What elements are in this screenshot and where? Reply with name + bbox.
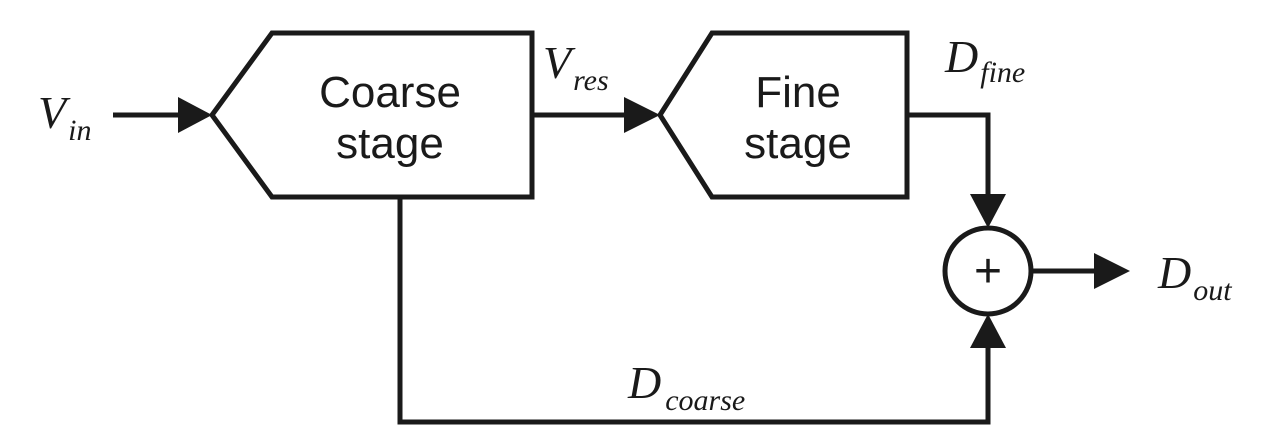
coarse-stage-label-line1: Coarse bbox=[319, 68, 461, 117]
d-out-main: D bbox=[1157, 247, 1191, 298]
vin-arrowhead bbox=[178, 97, 212, 133]
fine-stage-label-line1: Fine bbox=[755, 68, 841, 117]
v-res-main: V bbox=[543, 37, 576, 88]
v-in-main: V bbox=[38, 87, 71, 138]
v-in-label: Vin bbox=[38, 87, 91, 147]
d-fine-label: Dfine bbox=[944, 31, 1025, 89]
d-coarse-sub: coarse bbox=[665, 384, 745, 417]
d-coarse-wire bbox=[397, 197, 991, 425]
v-res-sub: res bbox=[573, 64, 609, 97]
d-coarse-main: D bbox=[627, 357, 661, 408]
d-out-arrowhead bbox=[1094, 253, 1130, 289]
d-out-label: Dout bbox=[1157, 247, 1232, 307]
fine-stage-label-line2: stage bbox=[744, 119, 852, 168]
d-fine-arrowhead bbox=[970, 194, 1006, 228]
coarse-stage-label-line2: stage bbox=[336, 119, 444, 168]
summer-plus-symbol: + bbox=[974, 245, 1002, 298]
d-fine-main: D bbox=[944, 31, 978, 82]
d-fine-wire bbox=[907, 112, 991, 198]
v-res-label: Vres bbox=[543, 37, 609, 97]
fine-stage-block bbox=[657, 30, 910, 200]
vres-arrowhead bbox=[624, 97, 660, 133]
d-out-sub: out bbox=[1193, 274, 1232, 307]
d-fine-sub: fine bbox=[980, 56, 1025, 89]
v-in-sub: in bbox=[68, 114, 91, 147]
d-coarse-arrowhead bbox=[970, 314, 1006, 348]
